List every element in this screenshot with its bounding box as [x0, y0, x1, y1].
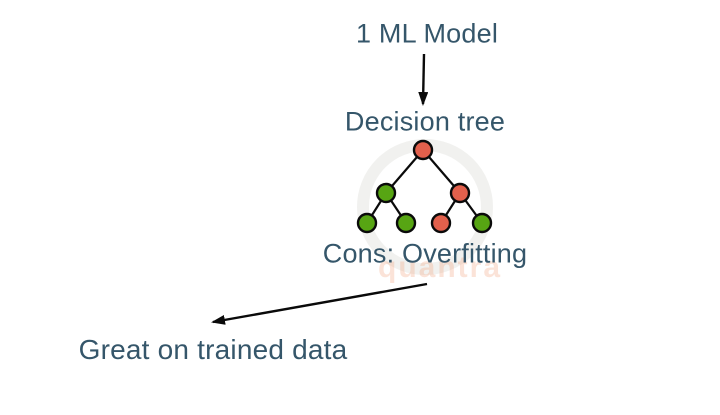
ml-model-label: 1 ML Model	[355, 18, 499, 49]
cons-overfitting-label: Cons: Overfitting	[322, 238, 528, 269]
tree-node-ll	[356, 212, 378, 234]
tree-node-lr	[395, 212, 417, 234]
flow-arrow-2	[211, 282, 428, 325]
decision-tree-label: Decision tree	[344, 106, 506, 137]
tree-nodes	[356, 139, 493, 234]
tree-node-root	[412, 139, 434, 161]
great-on-trained-data-label: Great on trained data	[78, 334, 348, 365]
flow-arrow-1	[418, 53, 429, 106]
tree-node-rr	[471, 212, 493, 234]
tree-node-l	[375, 182, 397, 204]
tree-node-rl	[430, 212, 452, 234]
flow-arrows	[211, 53, 429, 325]
tree-node-r	[449, 182, 471, 204]
watermark-text: quantra	[377, 251, 503, 284]
